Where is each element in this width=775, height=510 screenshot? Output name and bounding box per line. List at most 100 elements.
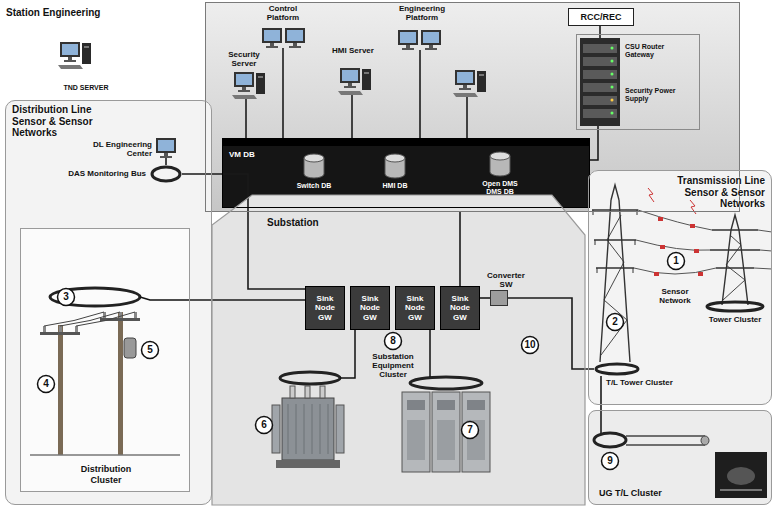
node-text: Sink Node GW (443, 294, 477, 322)
part-label: Substation Equipment Cluster (362, 352, 424, 380)
database-cylinder (385, 154, 405, 162)
callout-number: 7 (460, 424, 480, 436)
rack-cabinet (580, 38, 620, 126)
vm-db-panel: VM DB (222, 145, 590, 208)
das-bus-loop-outline (150, 165, 182, 183)
sink-node-box: Sink Node GW (395, 286, 435, 330)
tower-cluster-ring: Tower Cluster (705, 300, 765, 313)
ug-cluster-panel: UG T/L Cluster (588, 410, 772, 505)
part-label: Sensor Network (650, 287, 700, 305)
panel-ground (588, 410, 772, 505)
transformer-illustration (305, 386, 310, 398)
connector-line (508, 298, 594, 369)
part-label: HMI Server (330, 46, 376, 55)
node-text: T/L Tower Cluster (606, 378, 673, 387)
sensor-node (654, 272, 659, 276)
computer-icon (398, 30, 418, 50)
callout-number: 9 (600, 455, 620, 467)
callout-number: 4 (36, 378, 56, 390)
distribution-poles (118, 312, 123, 455)
transformer-illustration (320, 386, 325, 398)
computer-icon (58, 42, 91, 69)
distribution-poles (58, 325, 63, 455)
underground-cable (594, 433, 626, 447)
underground-cable (600, 410, 602, 434)
node-text: Sink Node GW (308, 294, 342, 322)
panel-ground (212, 195, 585, 505)
transformer-illustration (340, 330, 355, 378)
switchgear-illustration (437, 420, 455, 460)
part-label: TND SERVER (60, 84, 112, 92)
panel-ground (20, 228, 190, 492)
switchgear-illustration (467, 400, 485, 410)
computer-icon (156, 138, 176, 158)
node-text: Sink Node GW (353, 294, 387, 322)
distribution-poles (59, 326, 62, 332)
switchgear-illustration (432, 392, 460, 472)
callout-number: 2 (605, 316, 625, 328)
underground-cable (715, 452, 767, 498)
sensor-node (694, 249, 699, 253)
rack-cabinet (583, 96, 617, 105)
callout-number: 5 (140, 344, 160, 356)
distribution-poles (30, 288, 190, 455)
transformer-illustration (288, 404, 328, 454)
callout-number: 10 (520, 339, 540, 351)
connector-line (459, 212, 461, 286)
tower-cluster-ring-outline (707, 302, 763, 311)
csu-rack-frame: CSU Router GatewaySecurity Power Supply (576, 34, 700, 130)
panel-ground (588, 170, 772, 405)
das-bus-loop: DAS Monitoring Bus (150, 165, 182, 183)
callout-number: 6 (254, 419, 274, 431)
switchgear-illustration (402, 392, 430, 472)
transmission-tower (593, 210, 637, 273)
panel-ground (5, 2, 772, 505)
underground-cable (720, 489, 762, 491)
transmission-tower (722, 215, 748, 305)
distribution-panel: Distribution Line Sensor & Sensor Networ… (5, 100, 212, 505)
converter-switch: Converter SW (490, 290, 508, 306)
distribution-poles (75, 326, 78, 332)
transformer-illustration (276, 460, 340, 468)
rack-cabinet (583, 70, 617, 79)
part-label: HMI DB (370, 182, 420, 190)
switchgear-illustration (407, 420, 425, 460)
computer-icon (285, 28, 305, 48)
computer-icon (453, 70, 486, 97)
sensor-node (660, 245, 665, 249)
node-text: Distribution Line Sensor & Sensor Networ… (12, 104, 110, 139)
part-label: Control Platform (255, 4, 311, 22)
switchgear-illustration (410, 377, 482, 389)
transmission-tower (601, 215, 627, 355)
underground-cable (594, 410, 767, 498)
panel-ground (5, 100, 212, 505)
distribution-poles (44, 312, 135, 326)
node-text: Station Engineering (6, 7, 100, 19)
callout-number: 8 (383, 335, 403, 347)
rack-cabinet (611, 112, 614, 115)
switchgear-illustration (437, 400, 455, 410)
transmission-tower (592, 210, 638, 268)
distribution-cluster-box: Distribution Cluster (20, 228, 190, 492)
tower-cluster-ring-outline (705, 300, 765, 313)
rack-cabinet (611, 99, 614, 102)
node-text: RCC/REC (580, 12, 621, 22)
node-text: UG T/L Cluster (599, 488, 662, 498)
tower-cluster-ring-outline (596, 364, 638, 374)
rack-cabinet (583, 44, 617, 53)
distribution-poles (40, 332, 80, 335)
underground-cable (727, 467, 755, 485)
distribution-poles (124, 338, 136, 358)
connector-line (182, 174, 305, 289)
sensor-node (698, 272, 703, 276)
transformer-illustration (336, 405, 344, 453)
node-text: Distribution Cluster (66, 464, 146, 485)
sink-node-box: Sink Node GW (350, 286, 390, 330)
distribution-poles (134, 312, 137, 318)
sink-node-box: Sink Node GW (305, 286, 345, 330)
computer-icon (421, 30, 441, 50)
switchgear-illustration (402, 330, 490, 472)
computer-icon (262, 28, 282, 48)
